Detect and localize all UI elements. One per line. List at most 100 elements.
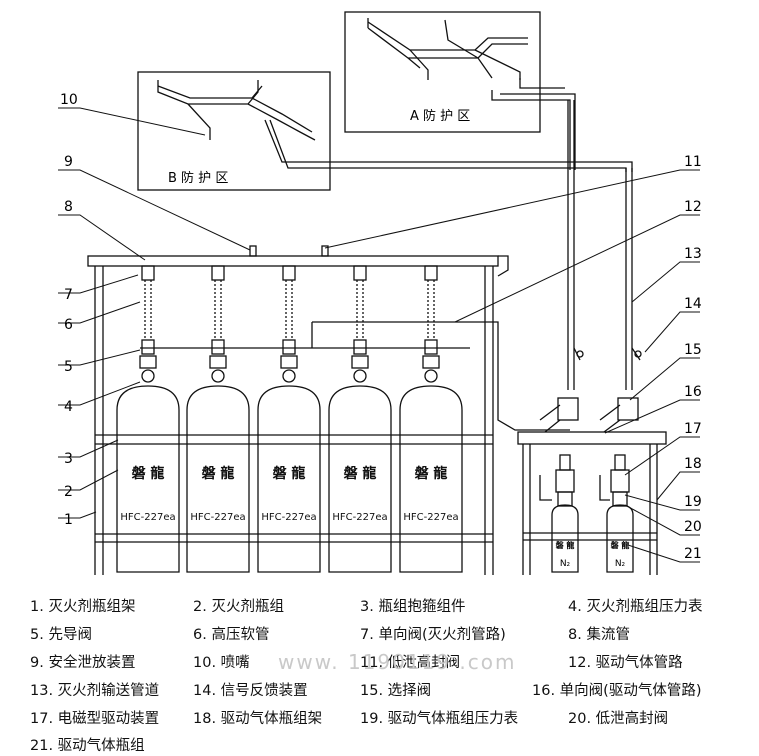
check-valve [141,265,155,281]
agent-bottle [257,385,321,573]
pilot-valve [282,339,296,355]
bottle-model: HFC-227ea [190,512,245,523]
callout-3: 3 [64,451,73,467]
agent-bottle-group: 磐 龍 HFC-227ea 磐 龍 HFC-227ea 磐 龍 HFC-227ea 磐 龍 H… [116,265,463,573]
callout-19: 19 [684,494,702,510]
check-valve [424,265,438,281]
bottle-valve [280,355,298,369]
legend-item: 4. 灭火剂瓶组压力表 [568,599,703,615]
legend-item: 15. 选择阀 [360,683,432,699]
legend-item: 20. 低泄高封阀 [568,711,669,727]
drive-bottle-left-gas: N₂ [560,559,571,569]
legend-item: 16. 单向阀(驱动气体管路) [532,683,702,699]
watermark: www. 1190119 .com [278,650,517,674]
legend-item: 1. 灭火剂瓶组架 [30,599,136,615]
callout-6: 6 [64,317,73,333]
bottle-valve [139,355,157,369]
callout-4: 4 [64,399,73,415]
check-valve [353,265,367,281]
pressure-gauge [424,369,438,383]
bottle-brand: 磐 龍 [201,465,235,482]
high-pressure-hose [427,280,435,340]
zone-a-box [344,11,541,133]
callout-2: 2 [64,484,73,500]
bottle-brand: 磐 龍 [131,465,165,482]
pilot-valve [211,339,225,355]
legend-item: 5. 先导阀 [30,627,92,643]
legend-item: 14. 信号反馈装置 [193,683,308,699]
pressure-gauge [353,369,367,383]
legend-item: 7. 单向阀(灭火剂管路) [360,627,506,643]
callout-10: 10 [60,92,78,108]
zone-b-box [137,71,331,191]
legend-item: 19. 驱动气体瓶组压力表 [360,711,519,727]
callout-7: 7 [64,287,73,303]
callout-17: 17 [684,421,702,437]
callout-20: 20 [684,519,702,535]
bottle-model: HFC-227ea [332,512,387,523]
pilot-valve [353,339,367,355]
legend-item: 2. 灭火剂瓶组 [193,599,284,615]
bottle-brand: 磐 龍 [414,465,448,482]
callout-15: 15 [684,342,702,358]
legend-item: 10. 喷嘴 [193,655,250,671]
agent-bottle [328,385,392,573]
bottle-brand: 磐 龍 [272,465,306,482]
callout-11: 11 [684,154,702,170]
pressure-gauge [282,369,296,383]
callout-9: 9 [64,154,73,170]
callout-5: 5 [64,359,73,375]
drive-bottle-left-brand: 磐 龍 [556,540,575,550]
drive-bottle-right-gas: N₂ [615,559,626,569]
bottle-valve [209,355,227,369]
legend-item: 21. 驱动气体瓶组 [30,738,145,754]
safety-relief-device [249,245,257,257]
drive-bottle-left [551,504,579,573]
drive-bottle-right-brand: 磐 龍 [611,540,630,550]
bottle-brand: 磐 龍 [343,465,377,482]
check-valve [282,265,296,281]
bottle-model: HFC-227ea [403,512,458,523]
agent-bottle [399,385,463,573]
pressure-gauge [141,369,155,383]
callout-16: 16 [684,384,702,400]
high-pressure-hose [214,280,222,340]
legend-item: 17. 电磁型驱动装置 [30,711,160,727]
agent-bottle [186,385,250,573]
drive-bottle-right [606,504,634,573]
bottle-model: HFC-227ea [120,512,175,523]
pilot-valve [141,339,155,355]
high-pressure-hose [356,280,364,340]
pilot-valve [424,339,438,355]
legend-item: 8. 集流管 [568,627,630,643]
callout-18: 18 [684,456,702,472]
high-pressure-hose [285,280,293,340]
low-leak-valve [321,245,329,257]
bottle-model: HFC-227ea [261,512,316,523]
bottle-valve [422,355,440,369]
legend-item: 13. 灭火剂输送管道 [30,683,160,699]
legend-item: 9. 安全泄放装置 [30,655,136,671]
callout-13: 13 [684,246,702,262]
drive-gas-rack-top [517,431,667,445]
legend-item: 18. 驱动气体瓶组架 [193,711,323,727]
high-pressure-hose [144,280,152,340]
legend-item: 11. 低泄高封阀 [360,655,461,671]
legend-item: 3. 瓶组抱箍组件 [360,599,466,615]
pressure-gauge [211,369,225,383]
zone-b-label: B 防 护 区 [168,170,228,186]
fire-suppression-system-diagram: 磐 龍 HFC-227ea 磐 龍 HFC-227ea 磐 龍 HFC-227ea 磐 龍 H… [58,11,702,575]
legend-item: 12. 驱动气体管路 [568,655,683,671]
callout-21: 21 [684,546,702,562]
agent-bottle [116,385,180,573]
callout-8: 8 [64,199,73,215]
legend: 1. 灭火剂瓶组架 2. 灭火剂瓶组 3. 瓶组抱箍组件 4. 灭火剂瓶组压力表… [0,592,759,756]
callout-14: 14 [684,296,702,312]
legend-item: 6. 高压软管 [193,627,270,643]
callout-1: 1 [64,512,73,528]
check-valve [211,265,225,281]
bottle-valve [351,355,369,369]
callout-12: 12 [684,199,702,215]
zone-a-label: A 防 护 区 [410,108,470,124]
manifold [87,255,499,267]
